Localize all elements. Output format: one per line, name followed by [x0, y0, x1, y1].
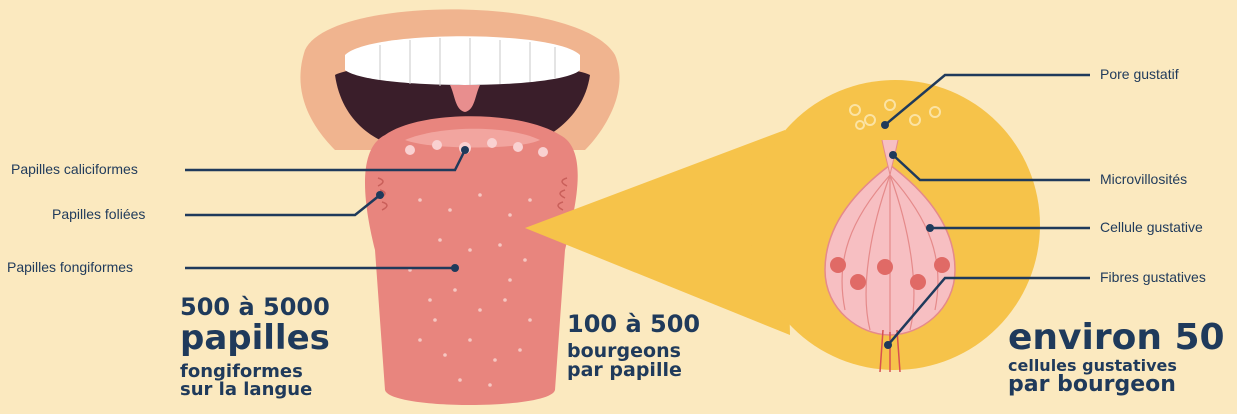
label-circumvallate: Papilles caliciformes [11, 161, 138, 177]
label-cell: Cellule gustative [1100, 219, 1203, 235]
stat-papillae: 500 à 5000 papilles fongiformes sur la l… [180, 295, 330, 399]
stat-cells-per: par bourgeon [1008, 374, 1225, 396]
tongue [365, 116, 578, 405]
stat-papillae-unit: papilles [180, 321, 330, 355]
label-foliate: Papilles foliées [52, 206, 145, 222]
stat-cells-count: environ 50 [1008, 320, 1225, 356]
label-fungiform: Papilles fongiformes [7, 259, 133, 275]
stat-cells: environ 50 cellules gustatives par bourg… [1008, 320, 1225, 396]
stat-buds-range: 100 à 500 [567, 312, 700, 336]
label-fibers: Fibres gustatives [1100, 269, 1206, 285]
stat-buds-per: par papille [567, 361, 700, 380]
stat-papillae-range: 500 à 5000 [180, 295, 330, 319]
stat-papillae-where: sur la langue [180, 381, 330, 399]
label-pore: Pore gustatif [1100, 66, 1179, 82]
label-microvilli: Microvillosités [1100, 171, 1187, 187]
stat-buds: 100 à 500 bourgeons par papille [567, 312, 700, 380]
